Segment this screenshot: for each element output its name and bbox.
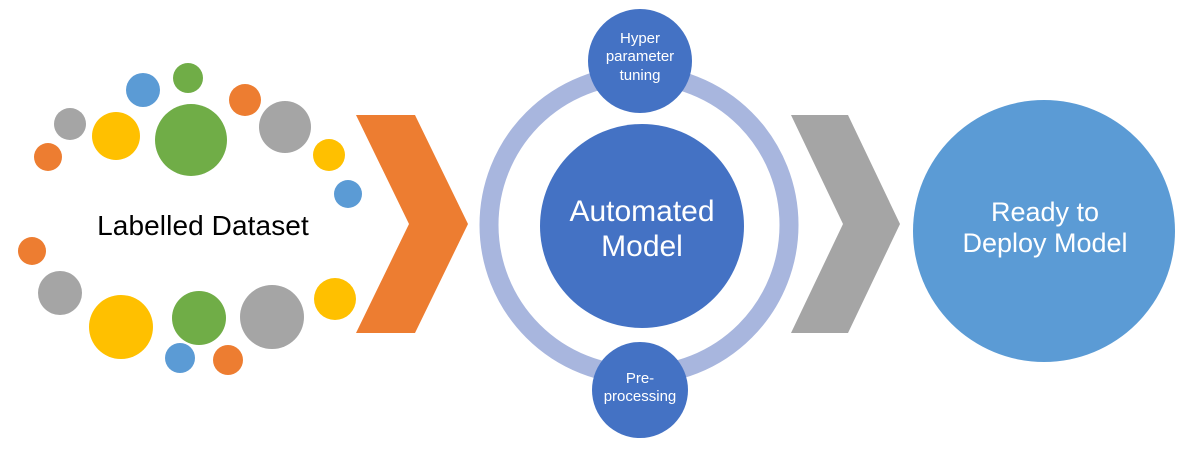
dataset-dot — [126, 73, 160, 107]
dataset-dot — [240, 285, 304, 349]
labelled-dataset-dots — [18, 63, 362, 375]
hyperparameter-tuning-label: Hyper parameter tuning — [605, 30, 675, 84]
gray-chevron-icon — [791, 115, 900, 333]
dataset-dot — [54, 108, 86, 140]
dataset-dot — [34, 143, 62, 171]
dataset-dot — [38, 271, 82, 315]
dataset-dot — [313, 139, 345, 171]
hyperparameter-tuning-circle[interactable] — [588, 9, 692, 113]
dataset-dot — [213, 345, 243, 375]
ready-to-deploy-label: Ready to Deploy Model — [962, 197, 1128, 259]
dataset-dot — [259, 101, 311, 153]
orange-chevron-icon — [356, 115, 468, 333]
pre-processing-circle[interactable] — [592, 342, 688, 438]
dataset-dot — [18, 237, 46, 265]
automated-model-circle[interactable] — [540, 124, 744, 328]
dataset-dot — [172, 291, 226, 345]
dataset-dot — [314, 278, 356, 320]
dataset-dot — [92, 112, 140, 160]
dataset-dot — [229, 84, 261, 116]
dataset-dot — [155, 104, 227, 176]
dataset-dot — [89, 295, 153, 359]
pre-processing-label: Pre- processing — [603, 370, 677, 406]
dataset-dot — [173, 63, 203, 93]
ready-to-deploy-circle[interactable] — [913, 100, 1175, 362]
labelled-dataset-label: Labelled Dataset — [97, 210, 309, 241]
dataset-dot — [165, 343, 195, 373]
dataset-dot — [334, 180, 362, 208]
automated-model-label: Automated Model — [569, 195, 715, 263]
